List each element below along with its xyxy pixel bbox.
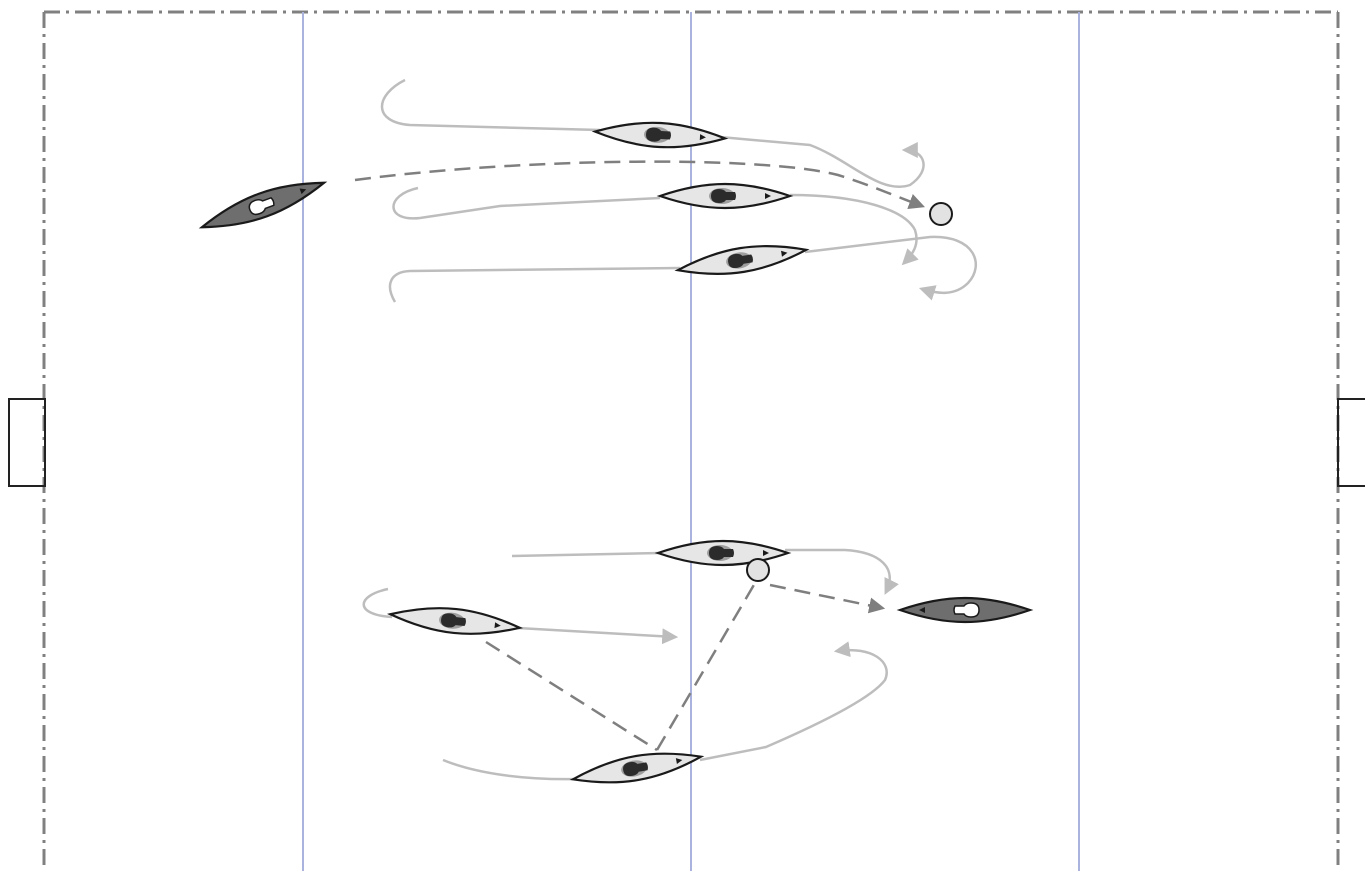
lower-paddle-paths xyxy=(364,550,890,779)
paddle-path xyxy=(518,628,675,637)
paddle-path xyxy=(382,80,600,130)
paddle-path xyxy=(785,550,890,592)
pass-line xyxy=(657,578,758,750)
goal-right xyxy=(1338,399,1365,486)
paddle-path xyxy=(443,760,578,779)
paddle-path xyxy=(390,268,680,302)
kayak-light-icon xyxy=(594,120,725,151)
paddle-path xyxy=(790,195,917,263)
paddle-path xyxy=(393,188,660,218)
kayak-light-icon xyxy=(658,541,788,565)
paddle-path xyxy=(720,137,924,187)
kayak-dark-icon xyxy=(198,171,328,238)
pass-line xyxy=(486,642,657,750)
kayak-light-icon xyxy=(571,745,703,791)
paddle-path xyxy=(512,553,660,556)
ball-icon xyxy=(747,559,769,581)
kayak-light-icon xyxy=(389,602,521,639)
lower-passes xyxy=(486,578,882,750)
paddle-path xyxy=(805,237,976,293)
kayak-light-icon xyxy=(660,184,790,208)
paddle-path xyxy=(364,589,392,617)
goal-left xyxy=(9,399,45,486)
ball-icon xyxy=(930,203,952,225)
paddle-path xyxy=(700,650,887,760)
kayak-dark-icon xyxy=(900,598,1030,622)
kayak-light-icon xyxy=(676,238,808,282)
pass-line xyxy=(770,585,882,608)
